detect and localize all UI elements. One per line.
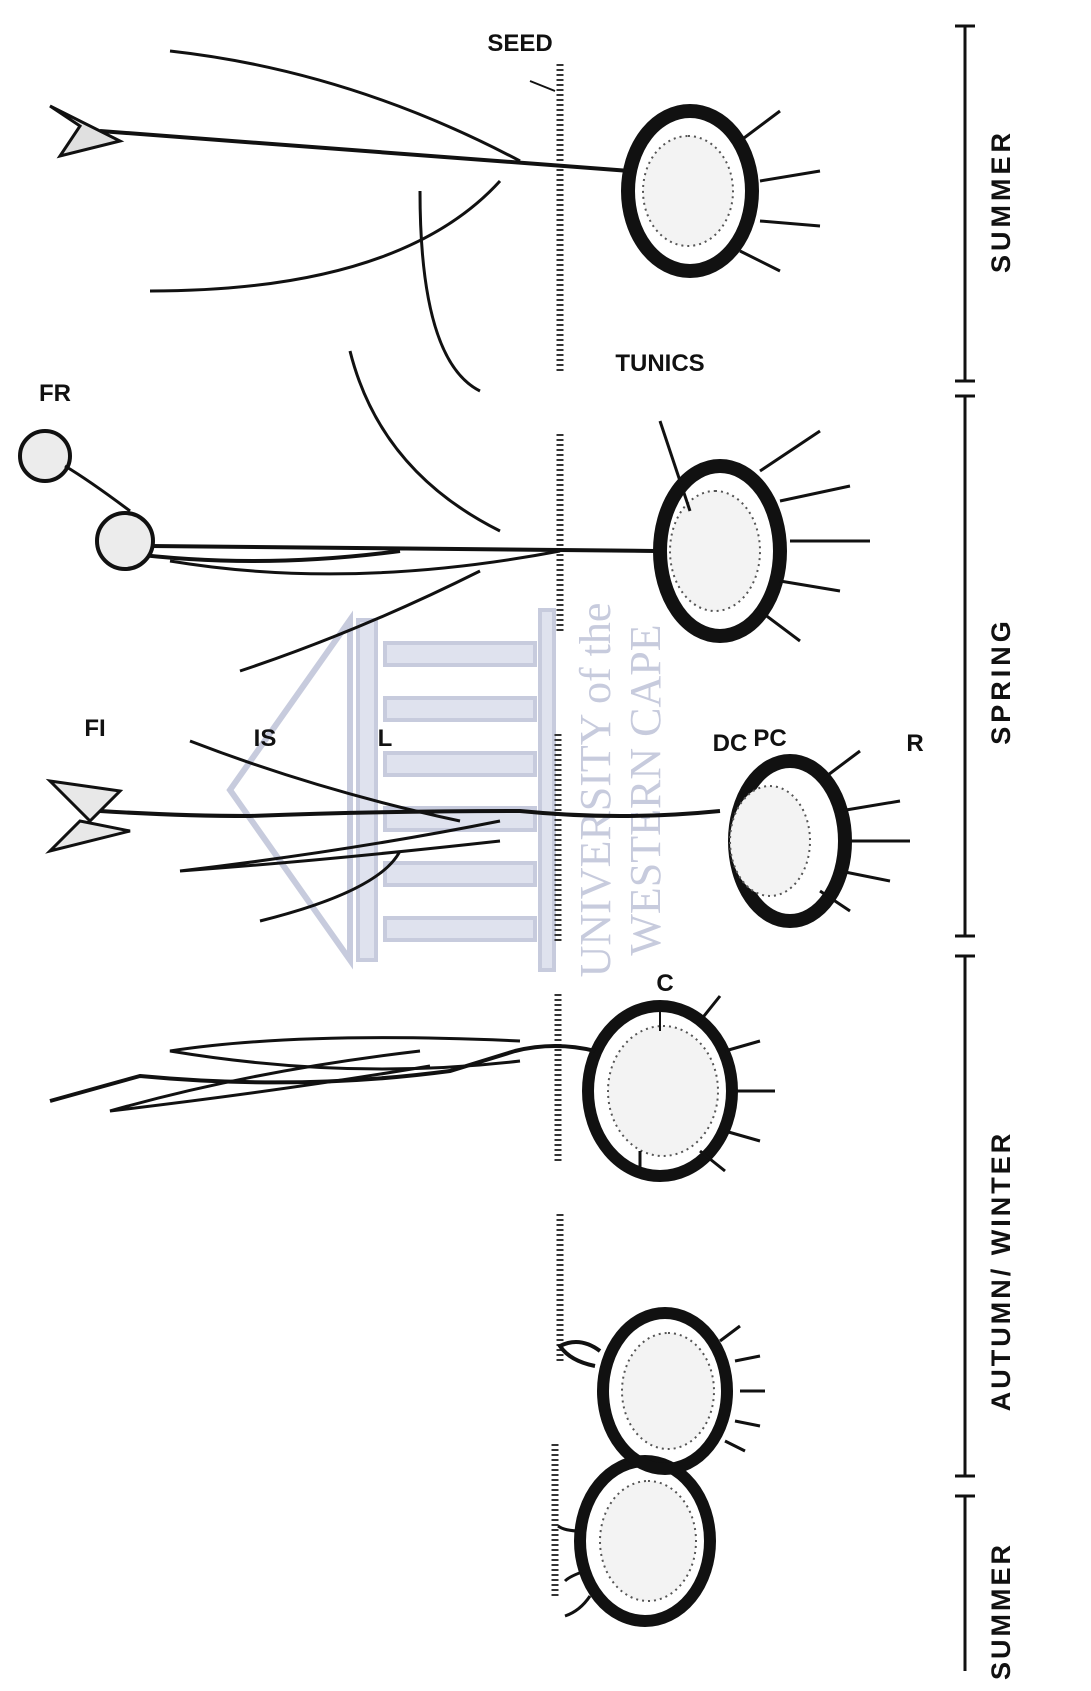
season-label-autumn-winter: AUTUMN/ WINTER bbox=[986, 1131, 1016, 1411]
label-pc: PC bbox=[753, 725, 786, 752]
season-timeline bbox=[955, 26, 975, 1671]
season-label-spring: SPRING bbox=[986, 617, 1016, 745]
watermark-line-1: UNIVERSITY of the bbox=[571, 603, 620, 978]
sprouting-corm bbox=[560, 1313, 765, 1469]
watermark-line-2: WESTERN CAPE bbox=[621, 624, 670, 955]
leader-seed bbox=[530, 81, 555, 91]
label-dc: DC bbox=[713, 730, 748, 757]
label-fr: FR bbox=[39, 380, 71, 407]
label-c: C bbox=[656, 970, 673, 997]
summer-senescent-plant bbox=[50, 51, 820, 391]
autumn-plant bbox=[50, 996, 775, 1176]
spring-fruiting-plant bbox=[20, 351, 870, 671]
label-is: IS bbox=[254, 725, 277, 752]
label-tunics: TUNICS bbox=[615, 350, 704, 377]
university-watermark: UNIVERSITY of the WESTERN CAPE bbox=[230, 603, 670, 978]
season-label-summer-1: SUMMER bbox=[986, 1542, 1016, 1680]
dormant-corm-1 bbox=[558, 1461, 710, 1621]
label-r: R bbox=[906, 730, 923, 757]
drawing-group: SUMMER AUTUMN/ WINTER SPRING SUMMER bbox=[20, 26, 1016, 1680]
season-label-summer-2: SUMMER bbox=[986, 129, 1016, 273]
label-l: L bbox=[378, 725, 393, 752]
label-seed: SEED bbox=[487, 30, 552, 57]
label-fi: FI bbox=[84, 715, 105, 742]
